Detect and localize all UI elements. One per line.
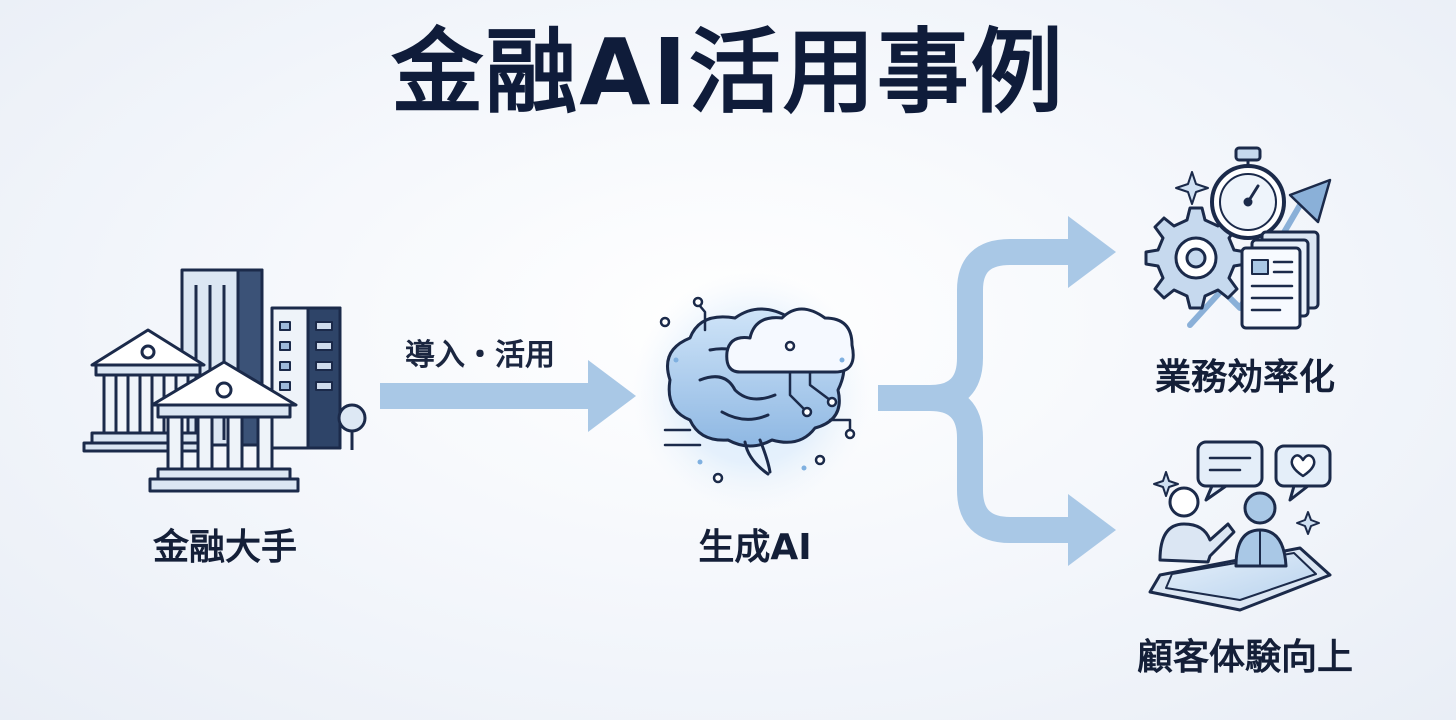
ai-brain-cloud-icon [632,272,872,512]
bank-buildings-icon [82,268,367,493]
edge-label-source-to-center: 導入・活用 [405,338,555,373]
customer-chat-tablet-icon [1148,440,1332,612]
node-label-center: 生成AI [698,527,812,568]
efficiency-gear-stopwatch-icon [1144,146,1332,330]
arrowhead-bottom [1068,494,1116,566]
arrow-source-to-center [380,360,636,432]
arrowhead-top [1068,216,1116,288]
page-title: 金融AI活用事例 [391,19,1065,126]
node-label-target-top: 業務効率化 [1154,357,1335,398]
arrow-center-to-targets [878,239,1072,543]
node-label-target-bottom: 顧客体験向上 [1136,637,1353,678]
node-label-source: 金融大手 [152,527,297,568]
